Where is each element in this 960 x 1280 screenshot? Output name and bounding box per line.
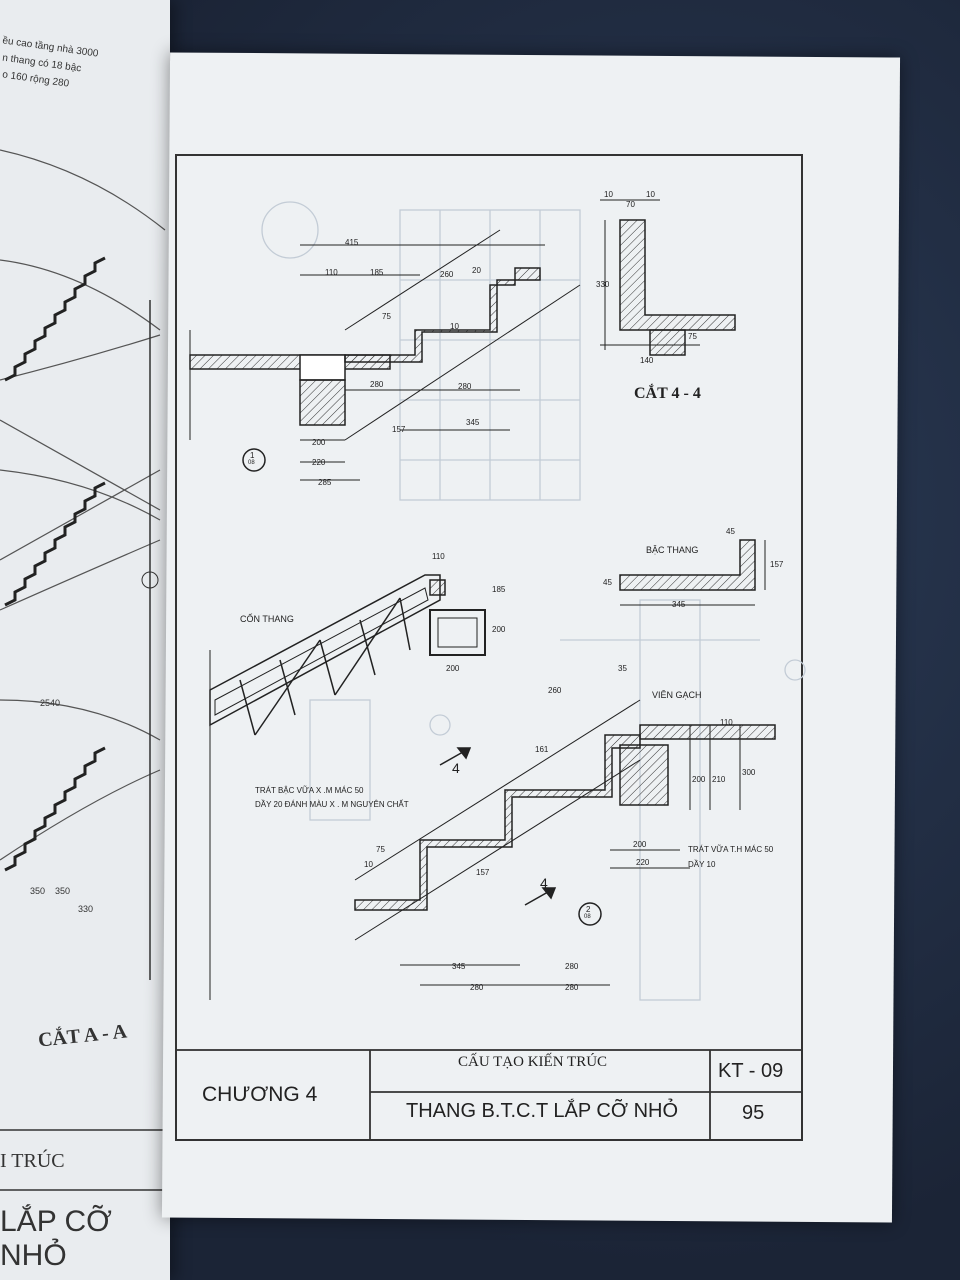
left-dim-350a: 350	[30, 886, 46, 896]
section-mark-4a: 4	[452, 760, 460, 776]
dim-200b: 200	[492, 625, 506, 634]
dim-75: 75	[382, 312, 391, 321]
chapter-label: CHƯƠNG 4	[202, 1083, 318, 1106]
dim-415: 415	[345, 238, 359, 247]
dim-220b: 220	[636, 858, 650, 867]
dim-345c: 345	[452, 962, 466, 971]
left-title-fragment-2: LẮP CỠ NHỎ	[0, 1205, 112, 1272]
dim-157c: 157	[476, 868, 490, 877]
dim-10: 10	[450, 322, 459, 331]
step-piece-detail	[619, 539, 766, 606]
dim-75b: 75	[688, 332, 697, 341]
subject-label: CẤU TẠO KIẾN TRÚC	[458, 1054, 608, 1070]
dim-110: 110	[325, 268, 338, 277]
dim-140: 140	[640, 356, 654, 365]
dim-157b: 157	[770, 560, 784, 569]
dim-10c: 10	[646, 190, 655, 199]
section-mark-4b: 4	[540, 875, 548, 891]
detail-ref-top-circle	[242, 448, 266, 472]
dim-280e: 280	[565, 983, 579, 992]
dim-110b: 110	[432, 552, 445, 561]
dim-185b: 185	[492, 585, 506, 594]
left-dim-330: 330	[78, 904, 94, 914]
dim-220a: 220	[312, 458, 326, 467]
detail-ref-top-number: 1	[250, 451, 255, 460]
dim-161: 161	[535, 745, 549, 754]
dim-210: 210	[712, 775, 726, 784]
dim-35: 35	[618, 664, 627, 673]
tile-label: VIÊN GẠCH	[652, 690, 702, 700]
detail-ref-bottom-sheet: 08	[584, 914, 591, 920]
left-page: ều cao tầng nhà 3000 n thang có 18 bậc o…	[0, 0, 170, 1280]
note-plaster-line-2: DẦY 10	[688, 860, 716, 869]
dim-70: 70	[626, 200, 635, 209]
dim-280c: 280	[565, 962, 579, 971]
left-page-drawing	[0, 149, 170, 1191]
sheet-code: KT - 09	[718, 1060, 784, 1082]
left-title-fragment-1: I TRÚC	[0, 1150, 65, 1172]
dim-345a: 345	[466, 418, 480, 427]
title-block-grid	[175, 1049, 803, 1141]
dim-330-section: 330	[596, 280, 610, 289]
dim-75c: 75	[376, 845, 385, 854]
section-4-4-title: CẮT 4 - 4	[634, 385, 701, 402]
note-plaster-line-1: TRÁT VỮA T.H MÁC 50	[688, 845, 774, 854]
note-step-line-1: TRÁT BẬC VỮA X .M MÁC 50	[255, 786, 364, 795]
left-dim-2540: 2540	[40, 698, 61, 708]
detail-ref-bottom-number: 2	[586, 905, 591, 914]
dim-20: 20	[472, 266, 481, 275]
dim-110c: 110	[720, 718, 733, 727]
dim-345b: 345	[672, 600, 686, 609]
dim-10b: 10	[604, 190, 613, 199]
detail-ref-top-sheet: 08	[248, 460, 255, 466]
dim-285: 285	[318, 478, 332, 487]
bottom-landing-detail	[354, 699, 776, 986]
dim-200d: 200	[692, 775, 706, 784]
dim-10d: 10	[364, 860, 373, 869]
dim-200a: 200	[312, 438, 326, 447]
section-4-4-detail	[600, 199, 736, 356]
sheet-border	[175, 154, 803, 1141]
dim-45: 45	[726, 527, 735, 536]
dim-260b: 260	[548, 686, 562, 695]
dim-157a: 157	[392, 425, 406, 434]
dim-260: 260	[440, 270, 454, 279]
dim-185: 185	[370, 268, 384, 277]
section-arrows	[439, 747, 557, 906]
dim-200c: 200	[446, 664, 460, 673]
page-number: 95	[742, 1102, 765, 1124]
detail-ref-bottom-circle	[578, 902, 602, 926]
stringer-label: CỐN THANG	[240, 614, 294, 624]
dim-300: 300	[742, 768, 756, 777]
stringer-detail	[209, 574, 486, 1000]
note-step-line-2: DẦY 20 ĐÁNH MÀU X . M NGUYÊN CHẤT	[255, 800, 409, 809]
left-dim-350b: 350	[55, 886, 71, 896]
dim-280b: 280	[458, 382, 472, 391]
drawing-title: THANG B.T.C.T LẮP CỠ NHỎ	[406, 1100, 679, 1122]
top-landing-detail	[189, 229, 581, 481]
step-label: BẬC THANG	[646, 545, 699, 555]
dim-45b: 45	[603, 578, 612, 587]
dim-280a: 280	[370, 380, 384, 389]
dim-200e: 200	[633, 840, 647, 849]
dim-280d: 280	[470, 983, 484, 992]
